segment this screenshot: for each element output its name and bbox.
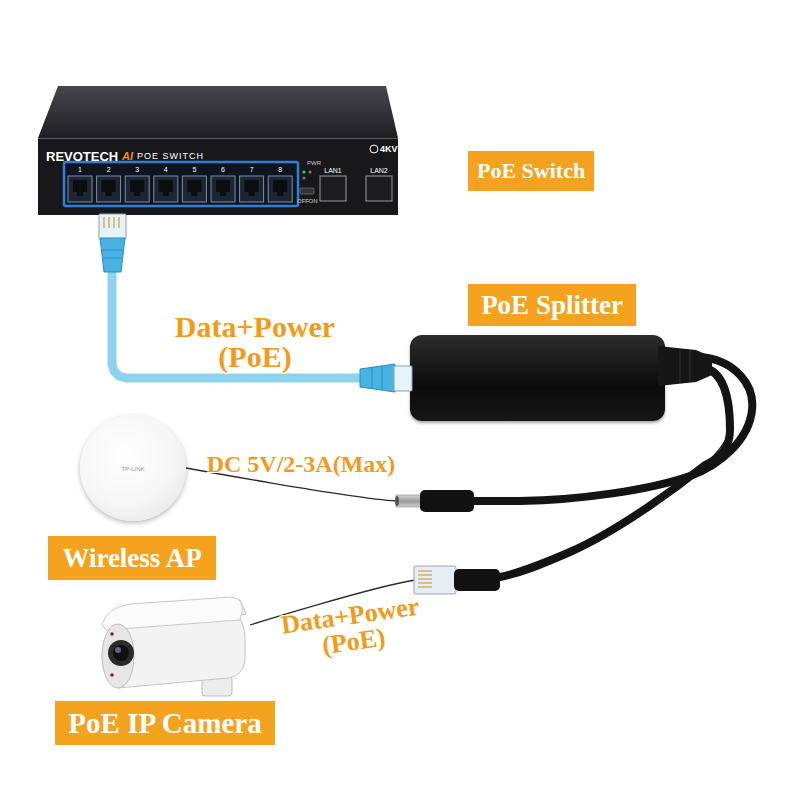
rj45-port <box>240 176 264 202</box>
rj45-port <box>68 176 92 202</box>
cable-label: Data+Power (PoE) <box>259 591 444 668</box>
uplink-port <box>320 176 346 201</box>
ir-led <box>110 673 114 677</box>
cable-label: Data+Power (PoE) <box>155 312 355 372</box>
rj45-port <box>154 176 178 202</box>
cable-label: DC 5V/2-3A(Max) <box>186 452 416 476</box>
barrel-body <box>420 490 474 512</box>
rj45-port <box>125 176 149 202</box>
ip-camera <box>102 597 246 696</box>
poe-switch-body <box>38 86 398 215</box>
plug-shell <box>99 214 126 239</box>
plug-pin <box>418 586 432 587</box>
boot-rib <box>372 367 373 389</box>
blue-plug-switch <box>99 214 126 272</box>
plug-shell <box>394 366 412 391</box>
rj45-port <box>97 176 121 202</box>
poe-cable <box>112 215 410 378</box>
rj45-plug <box>414 566 500 594</box>
barrel-hole <box>395 496 399 506</box>
boot-rib <box>382 366 383 390</box>
rj45-port <box>268 176 292 202</box>
strain-rib <box>680 349 681 383</box>
wireless-ap: Wireless AP <box>80 415 186 521</box>
device-label: PoE IP Camera <box>55 701 275 745</box>
poe-splitter: PoE Splitter <box>410 335 665 421</box>
plug-shell <box>414 566 456 594</box>
status-led <box>308 170 311 173</box>
ir-led <box>110 632 114 636</box>
plug-pin <box>418 578 432 579</box>
plug-pin <box>103 217 104 228</box>
blue-plug-splitter <box>360 364 412 392</box>
switch-edge <box>38 138 398 139</box>
strain-rib <box>690 350 691 382</box>
ethernet-cable <box>460 368 730 580</box>
status-led <box>302 176 305 179</box>
plug-pin <box>418 574 432 575</box>
dc-barrel-plug <box>395 490 474 512</box>
plug-boot <box>360 364 395 392</box>
plug-boot <box>100 238 125 272</box>
status-led <box>302 170 305 173</box>
plug-pin <box>113 217 114 228</box>
barrel-tip <box>396 495 422 507</box>
device-label: PoE Splitter <box>468 284 636 326</box>
device-label: Wireless AP <box>48 536 216 580</box>
plug-pin <box>418 582 432 583</box>
camera-lens <box>108 640 134 666</box>
boot-rib <box>102 250 123 251</box>
switch-top <box>38 86 398 138</box>
plug-pin <box>118 217 119 228</box>
plug-pin <box>418 570 432 571</box>
strain-relief <box>658 346 712 386</box>
boot-rib <box>103 258 122 259</box>
port-frame <box>64 162 298 206</box>
plug-boot <box>454 569 500 591</box>
dc-cable <box>470 357 752 501</box>
rj45-port <box>211 176 235 202</box>
surge-icon <box>370 145 378 153</box>
plug-pin <box>108 217 109 228</box>
mode-switch <box>300 188 314 194</box>
uplink-port <box>366 176 392 201</box>
poe-switch: PoE Switch <box>38 85 398 215</box>
rj45-port <box>182 176 206 202</box>
switch-front <box>38 138 398 215</box>
ip-camera: PoE IP Camera <box>98 598 250 702</box>
camera-lens <box>113 645 129 661</box>
lens-glint <box>115 647 121 653</box>
camera-front <box>102 624 134 688</box>
device-label: PoE Switch <box>468 151 594 191</box>
